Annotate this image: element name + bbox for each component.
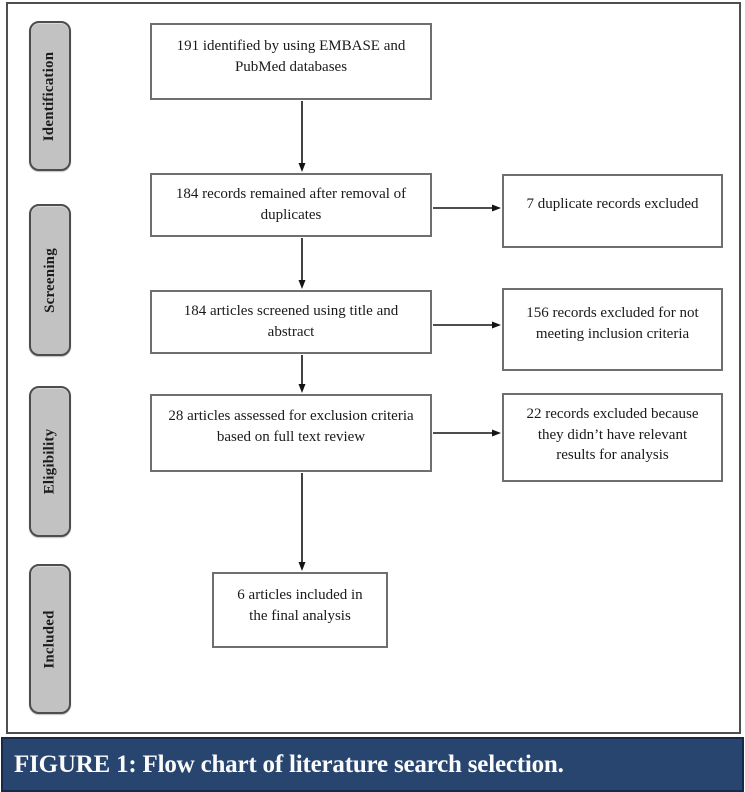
stage-label-included: Included <box>41 609 58 669</box>
stage-label-eligibility: Eligibility <box>41 428 58 495</box>
stage-box-included: Included <box>29 564 71 714</box>
flow-node-excluded-duplicates: 7 duplicate records excluded <box>502 174 723 248</box>
flow-node-assessed: 28 articles assessed for exclusion crite… <box>150 394 432 472</box>
stage-box-screening: Screening <box>29 204 71 356</box>
stage-label-identification: Identification <box>41 51 58 141</box>
flow-node-excluded-criteria: 156 records excluded for not meeting inc… <box>502 288 723 371</box>
flow-node-deduplicated: 184 records remained after removal of du… <box>150 173 432 237</box>
figure-caption-bar: FIGURE 1: Flow chart of literature searc… <box>1 737 744 792</box>
figure-caption: FIGURE 1: Flow chart of literature searc… <box>14 750 564 778</box>
flow-node-included: 6 articles included in the final analysi… <box>212 572 388 648</box>
stage-box-identification: Identification <box>29 21 71 171</box>
stage-box-eligibility: Eligibility <box>29 386 71 537</box>
flow-node-screened: 184 articles screened using title and ab… <box>150 290 432 354</box>
flow-node-identified: 191 identified by using EMBASE and PubMe… <box>150 23 432 100</box>
stage-label-screening: Screening <box>41 247 58 313</box>
flow-node-excluded-relevance: 22 records excluded because they didn’t … <box>502 393 723 482</box>
